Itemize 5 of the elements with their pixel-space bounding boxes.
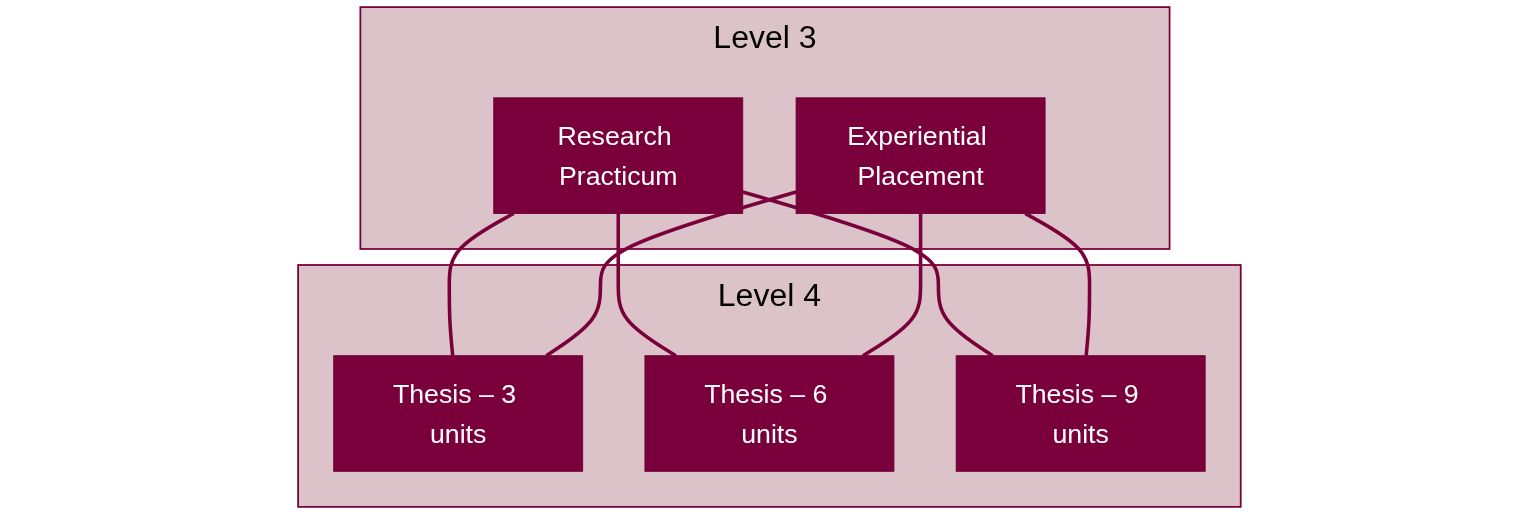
node-box: Research Practicum [492,97,743,214]
node-box: Thesis – 6 units [644,355,894,472]
node-box: Thesis – 9 units [955,355,1206,472]
node-box: Thesis – 3 units [332,355,583,472]
node-box: Experiential Placement [795,97,1046,214]
